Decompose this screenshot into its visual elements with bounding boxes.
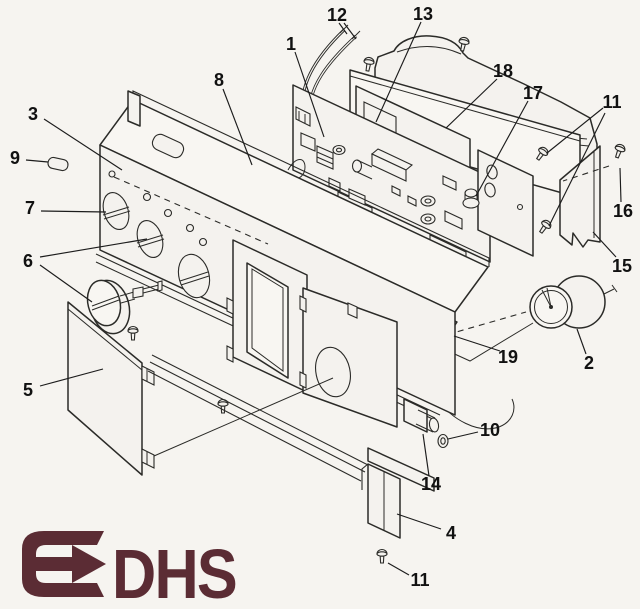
callout-5: 5	[23, 380, 33, 400]
leader-line-10	[447, 431, 479, 440]
callout-8: 8	[214, 70, 224, 90]
leader-line-13	[375, 21, 422, 123]
logo-arrow-head-icon	[72, 545, 106, 583]
leader-line-7	[40, 210, 107, 213]
roll-pin	[47, 156, 69, 172]
timer-gauge	[351, 275, 618, 363]
mounting-screws	[533, 142, 627, 236]
leader-line-15	[592, 231, 617, 258]
callout-9: 9	[10, 148, 20, 168]
assembly-line	[153, 377, 334, 457]
leader-line-19	[453, 335, 501, 352]
callout-7: 7	[25, 198, 35, 218]
logo-text: DHS	[112, 535, 236, 609]
callout-12: 12	[327, 5, 347, 25]
leader-line-8	[222, 88, 253, 166]
callout-18: 18	[493, 61, 513, 81]
leader-line-18	[445, 78, 498, 129]
leader-line-11	[548, 112, 606, 227]
leader-line-9	[25, 159, 49, 163]
callout-6: 6	[23, 251, 33, 271]
callout-17: 17	[523, 83, 543, 103]
leader-line-6	[39, 264, 93, 303]
pcb-components	[295, 106, 463, 230]
leader-line-1	[294, 51, 325, 138]
callout-11: 11	[410, 570, 429, 590]
callout-3: 3	[28, 104, 38, 124]
end-bracket	[559, 145, 601, 248]
leader-line-11	[546, 107, 604, 154]
callout-4: 4	[446, 523, 456, 543]
callout-1: 1	[286, 34, 296, 54]
callout-16: 16	[613, 201, 633, 221]
leader-line-16	[619, 167, 622, 203]
callout-13: 13	[413, 4, 433, 24]
leader-line-4	[396, 513, 442, 530]
callout-10: 10	[480, 420, 500, 440]
bottom-trim	[147, 354, 401, 539]
indicator-board	[462, 149, 534, 257]
leader-line-11	[387, 562, 410, 576]
mounting-boss	[403, 398, 449, 449]
logo-arrow-icon	[36, 557, 74, 571]
standoff-post	[462, 188, 480, 209]
knob-hole-ovals	[102, 192, 211, 299]
callout-11: 11	[602, 92, 621, 112]
leader-line-14	[422, 433, 430, 477]
leader-line-12	[343, 22, 357, 40]
access-panel	[67, 301, 155, 476]
control-knob	[86, 279, 163, 335]
leader-line-2	[576, 328, 587, 355]
bezel-oval-section	[299, 287, 435, 492]
callout-19: 19	[498, 347, 518, 367]
leader-line-12	[338, 22, 348, 35]
bezel-window-section	[226, 239, 308, 393]
leader-line-5	[39, 368, 104, 387]
callout-15: 15	[612, 256, 632, 276]
leader-line-17	[475, 100, 529, 197]
callout-2: 2	[584, 353, 594, 373]
callout-14: 14	[421, 474, 441, 494]
logo-arrow-emblem-icon	[22, 531, 104, 597]
leader-line-3	[43, 118, 123, 171]
main-pcb	[292, 84, 491, 267]
dhs-logo: DHS	[22, 531, 238, 609]
leader-line-6	[39, 238, 148, 258]
